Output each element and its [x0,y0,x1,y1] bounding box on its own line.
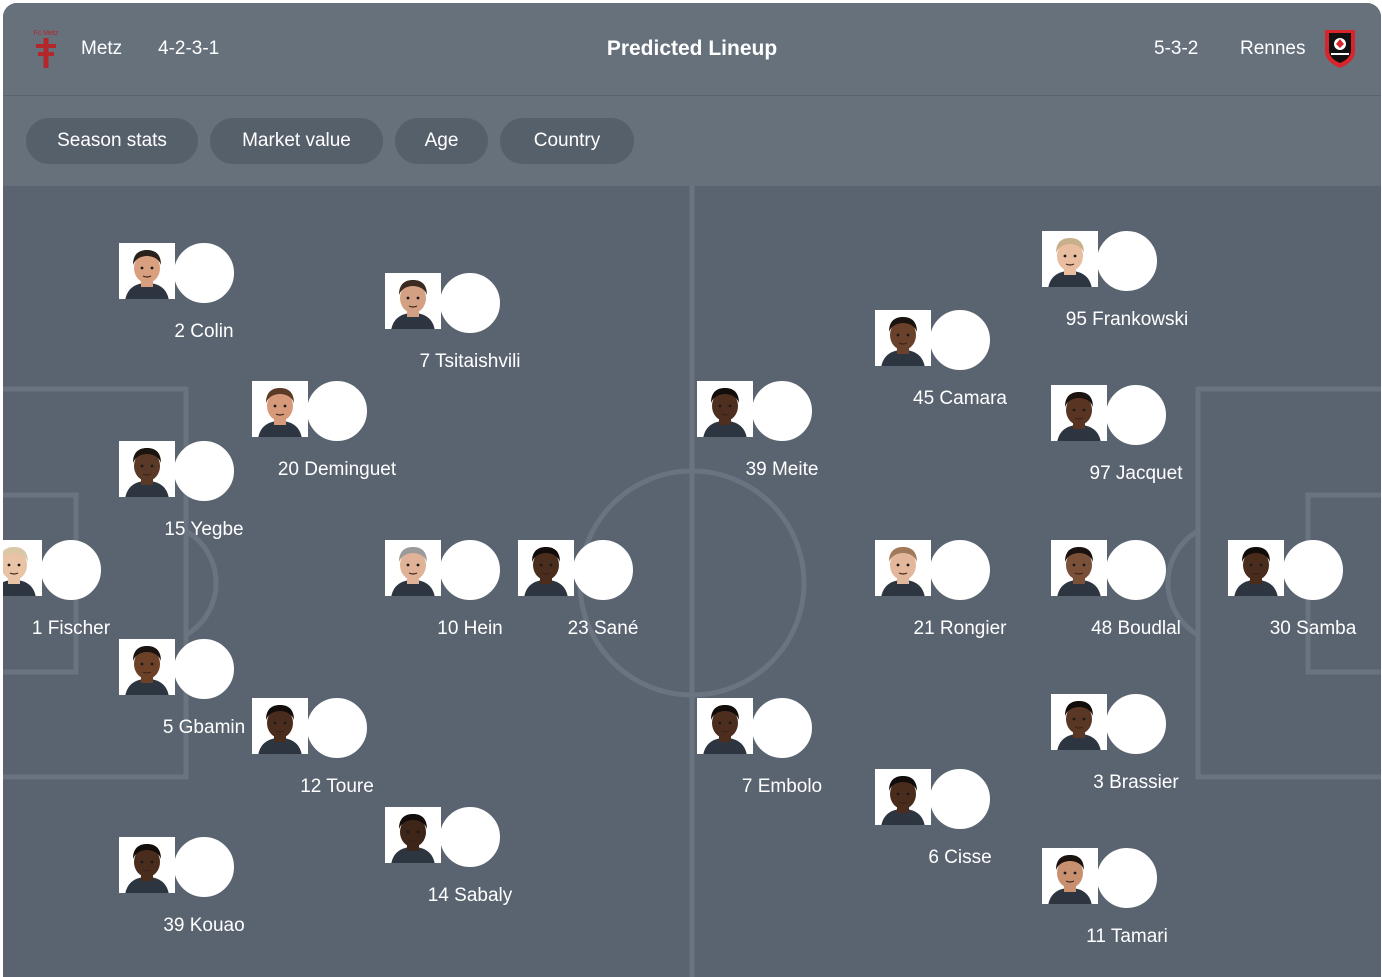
player-23-san[interactable]: 23 Sané [518,540,688,640]
player-name: 97 Jacquet [1089,463,1183,484]
player-avatar[interactable] [3,540,101,600]
player-10-hein[interactable]: 10 Hein [385,540,555,640]
player-avatar[interactable] [119,639,234,699]
rennes-crest-icon[interactable] [1322,27,1358,69]
away-formation: 5-3-2 [1154,38,1199,59]
player-name: 45 Camara [913,388,1007,409]
player-avatar[interactable] [518,540,633,600]
player-name: 15 Yegbe [164,519,244,540]
player-name: 6 Cisse [928,847,992,868]
page-title: Predicted Lineup [606,37,778,60]
home-team-name[interactable]: Metz [81,38,123,59]
player-avatar[interactable] [119,243,234,303]
player-6-cisse[interactable]: 6 Cisse [875,769,1045,869]
player-20-deminguet[interactable]: 20 Deminguet [252,381,422,481]
lineup-header: Fc Metz Metz 4-2-3-1 Predicted Lineup 5-… [3,3,1381,96]
player-5-gbamin[interactable]: 5 Gbamin [119,639,289,739]
player-name: 21 Rongier [913,618,1007,639]
player-avatar[interactable] [875,769,990,829]
player-3-brassier[interactable]: 3 Brassier [1051,694,1221,794]
player-12-toure[interactable]: 12 Toure [252,698,422,798]
player-name: 39 Meite [745,459,819,480]
player-39-meite[interactable]: 39 Meite [697,381,867,481]
player-name: 7 Tsitaishvili [419,351,521,372]
player-name: 11 Tamari [1086,926,1168,947]
player-7-tsitaishvili[interactable]: 7 Tsitaishvili [385,273,555,373]
player-name: 3 Brassier [1093,772,1179,793]
player-avatar[interactable] [252,698,367,758]
player-21-rongier[interactable]: 21 Rongier [875,540,1045,640]
tab-age[interactable]: Age [395,118,488,164]
tab-market-value[interactable]: Market value [210,118,383,164]
player-avatar[interactable] [252,381,367,441]
player-avatar[interactable] [385,807,500,867]
player-name: 23 Sané [567,618,639,639]
player-avatar[interactable] [697,381,812,441]
player-45-camara[interactable]: 45 Camara [875,310,1045,410]
away-team-name[interactable]: Rennes [1240,38,1306,59]
metz-logo-text: Fc Metz [34,30,59,37]
player-97-jacquet[interactable]: 97 Jacquet [1051,385,1221,485]
player-name: 10 Hein [437,618,503,639]
player-avatar[interactable] [1042,231,1157,291]
lineup-card: Fc Metz Metz 4-2-3-1 Predicted Lineup 5-… [3,3,1381,977]
player-15-yegbe[interactable]: 15 Yegbe [119,441,289,541]
player-avatar[interactable] [1051,694,1166,754]
player-name: 30 Samba [1269,618,1357,639]
player-name: 20 Deminguet [277,459,397,480]
player-7-embolo[interactable]: 7 Embolo [697,698,867,798]
player-name: 1 Fischer [31,618,111,639]
player-avatar[interactable] [385,273,500,333]
tab-season-stats[interactable]: Season stats [26,118,198,164]
player-39-kouao[interactable]: 39 Kouao [119,837,289,937]
player-avatar[interactable] [1042,848,1157,908]
player-name: 5 Gbamin [162,717,246,738]
player-name: 7 Embolo [741,776,823,797]
player-1-fischer[interactable]: 1 Fischer [3,540,156,640]
player-avatar[interactable] [1051,540,1166,600]
player-avatar[interactable] [1051,385,1166,445]
player-avatar[interactable] [119,441,234,501]
player-2-colin[interactable]: 2 Colin [119,243,289,343]
player-name: 95 Frankowski [1065,309,1189,330]
home-formation: 4-2-3-1 [158,38,220,59]
player-avatar[interactable] [1228,540,1343,600]
player-name: 48 Boudlal [1091,618,1181,639]
tab-country[interactable]: Country [500,118,634,164]
player-95-frankowski[interactable]: 95 Frankowski [1042,231,1212,331]
metz-crest-icon[interactable]: Fc Metz [29,27,63,71]
pitch-markings [3,186,1381,977]
player-avatar[interactable] [875,540,990,600]
player-name: 12 Toure [300,776,374,797]
player-30-samba[interactable]: 30 Samba [1228,540,1381,640]
player-avatar[interactable] [875,310,990,370]
stat-filter-toolbar: Season stats Market value Age Country [3,96,1381,186]
player-48-boudlal[interactable]: 48 Boudlal [1051,540,1221,640]
player-avatar[interactable] [697,698,812,758]
player-avatar[interactable] [385,540,500,600]
player-11-tamari[interactable]: 11 Tamari [1042,848,1212,948]
player-name: 39 Kouao [163,915,245,936]
player-name: 14 Sabaly [427,885,513,906]
player-avatar[interactable] [119,837,234,897]
football-pitch: 1 Fischer 2 Colin 15 Yegbe 5 Gbamin 39 Kouao… [3,186,1381,977]
player-14-sabaly[interactable]: 14 Sabaly [385,807,555,907]
player-name: 2 Colin [174,321,234,342]
